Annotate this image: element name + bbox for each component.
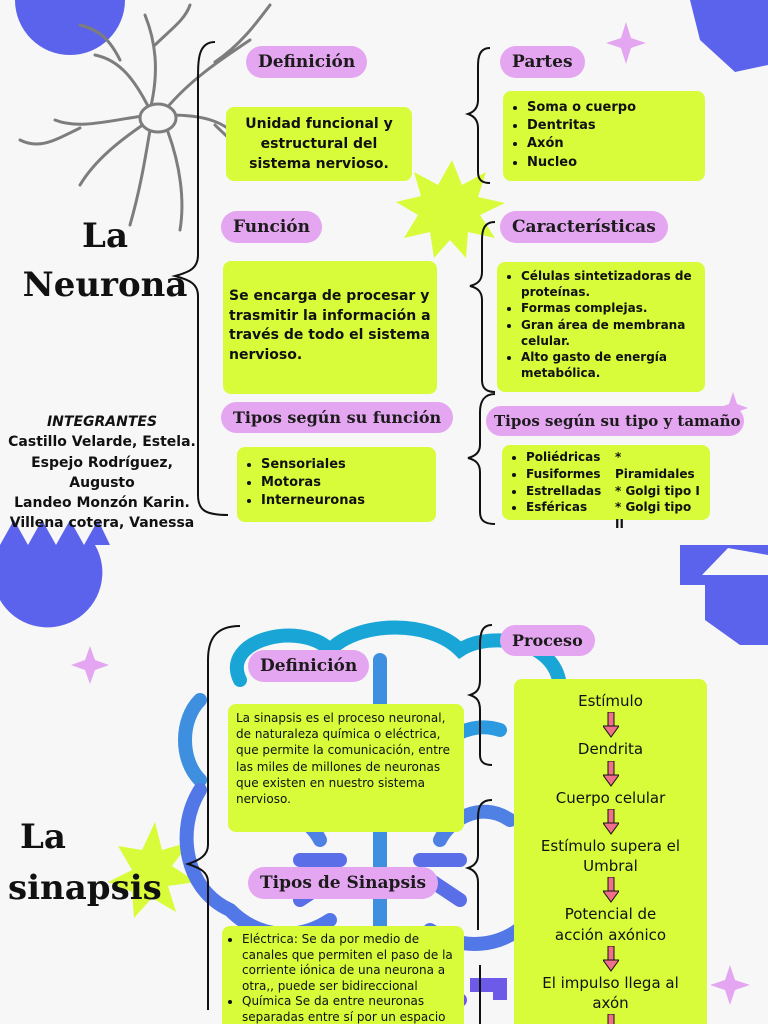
- partes-card: Soma o cuerpo Dentritas Axón Nucleo: [503, 91, 705, 181]
- pink-sparkle-icon: [606, 22, 646, 64]
- pink-sparkle-icon: [71, 646, 109, 684]
- partes-list: Soma o cuerpo Dentritas Axón Nucleo: [509, 99, 699, 172]
- tipos-tamano-list: Poliédricas Fusiformes Estrelladas Esfér…: [508, 449, 615, 516]
- title-line: La: [20, 817, 66, 857]
- proceso-step: El impulso llega al axón: [542, 973, 679, 1012]
- list-item: Poliédricas: [526, 449, 615, 466]
- list-item: Nucleo: [527, 154, 699, 172]
- list-item: Axón: [527, 135, 699, 153]
- proceso-card: Estímulo Dendrita Cuerpo celular Estímul…: [514, 679, 707, 1024]
- tipos-funcion-label: Tipos según su función: [221, 402, 454, 433]
- list-item: * Golgi tipo II: [615, 500, 692, 532]
- integrante-name: Augusto: [69, 474, 135, 491]
- list-item: Alto gasto de energía metabólica.: [521, 349, 699, 381]
- integrantes-block: INTEGRANTES Castillo Velarde, Estela. Es…: [8, 412, 196, 534]
- down-arrow-icon: [602, 877, 619, 904]
- definicion-card: Unidad funcional y estructural del siste…: [226, 107, 412, 181]
- list-item: Sensoriales: [261, 456, 430, 474]
- neurona-title: La Neurona: [20, 212, 190, 311]
- definicion-label: Definición: [246, 46, 368, 78]
- tipos-sinapsis-label: Tipos de Sinapsis: [248, 867, 439, 899]
- funcion-label: Función: [221, 211, 322, 243]
- tipos-funcion-card: Sensoriales Motoras Interneuronas: [237, 447, 436, 522]
- down-arrow-icon: [602, 808, 619, 835]
- list-item: Dentritas: [527, 117, 699, 135]
- blue-corner-shape-decoration: [690, 0, 768, 72]
- list-item: Esféricas: [526, 499, 615, 516]
- list-item: Células sintetizadoras de proteínas.: [521, 268, 699, 300]
- title-line: sinapsis: [8, 868, 162, 908]
- list-item: * Golgi tipo I: [615, 483, 700, 498]
- integrante-name: Villena cotera, Vanessa: [9, 515, 195, 532]
- list-item: Eléctrica: Se da por medio de canales qu…: [242, 932, 458, 994]
- list-item: Soma o cuerpo: [527, 99, 699, 117]
- integrante-name: Landeo Monzón Karin.: [14, 495, 190, 512]
- lime-star-decoration: [108, 822, 196, 918]
- tipos-tamano-label: Tipos según su tipo y tamaño: [486, 406, 744, 436]
- down-arrow-icon: [602, 712, 619, 739]
- list-item: * Piramidales: [615, 450, 695, 481]
- tipos-sinapsis-list: Eléctrica: Se da por medio de canales qu…: [228, 932, 458, 1024]
- list-item: Gran área de membrana celular.: [521, 317, 699, 349]
- partes-label: Partes: [500, 46, 585, 78]
- down-arrow-icon: [607, 1014, 614, 1024]
- tipos-tamano-card: Poliédricas Fusiformes Estrelladas Esfér…: [502, 445, 710, 531]
- title-line: Neurona: [22, 265, 188, 306]
- list-item: Fusiformes: [526, 466, 615, 483]
- sinapsis-definicion-label: Definición: [248, 650, 370, 682]
- list-item: Estrelladas: [526, 483, 615, 500]
- blue-half-circle-decoration: [15, 0, 125, 55]
- list-item: Química Se da entre neuronas separadas e…: [242, 994, 458, 1024]
- integrante-name: Castillo Velarde, Estela.: [8, 434, 196, 451]
- proceso-step: Potencial de acción axónico: [554, 905, 667, 944]
- sinapsis-title: La sinapsis: [8, 812, 162, 914]
- title-line: La: [82, 216, 128, 256]
- integrantes-heading: INTEGRANTES: [46, 414, 158, 430]
- integrante-name: Espejo Rodríguez,: [31, 454, 173, 471]
- list-item: Formas complejas.: [521, 300, 699, 316]
- sinapsis-definicion-card: La sinapsis es el proceso neuronal, de n…: [228, 704, 464, 832]
- proceso-step: Cuerpo celular: [555, 788, 666, 807]
- caracteristicas-label: Características: [500, 211, 668, 243]
- down-arrow-icon: [602, 760, 619, 787]
- down-arrow-icon: [602, 945, 619, 972]
- bracket-lines-decoration: [171, 41, 496, 525]
- pink-sparkle-icon: [710, 965, 750, 1005]
- caracteristicas-card: Células sintetizadoras de proteínas. For…: [497, 262, 705, 392]
- caracteristicas-list: Células sintetizadoras de proteínas. For…: [503, 268, 699, 381]
- proceso-step: Dendrita: [577, 740, 644, 759]
- proceso-label: Proceso: [500, 625, 595, 656]
- proceso-step: Estímulo supera el Umbral: [540, 836, 681, 875]
- tipos-funcion-list: Sensoriales Motoras Interneuronas: [243, 456, 430, 511]
- neuron-soma-icon: [138, 102, 178, 134]
- blue-semicircle-decoration: [0, 545, 103, 628]
- funcion-card: Se encarga de procesar y trasmitir la in…: [223, 261, 437, 394]
- proceso-step: Estímulo: [578, 692, 643, 710]
- tipos-tamano-extra: * Piramidales * Golgi tipo I * Golgi tip…: [615, 449, 704, 531]
- lime-star-decoration: [396, 160, 505, 258]
- list-item: Motoras: [261, 474, 430, 492]
- list-item: Interneuronas: [261, 492, 430, 510]
- tipos-sinapsis-card: Eléctrica: Se da por medio de canales qu…: [222, 926, 464, 1024]
